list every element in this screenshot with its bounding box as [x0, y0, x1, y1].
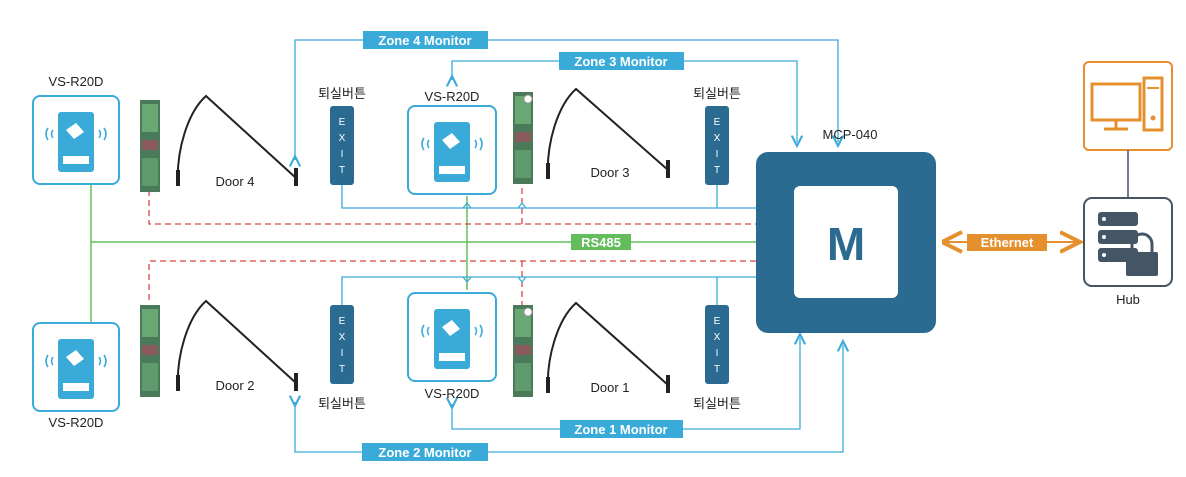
door-lock-1 — [513, 305, 533, 397]
reader-label: VS-R20D — [49, 415, 104, 430]
exit-button-label: 퇴실버튼 — [318, 86, 366, 101]
door-lock-4 — [140, 100, 160, 192]
svg-text:X: X — [339, 133, 346, 144]
exit-button-label: 퇴실버튼 — [693, 396, 741, 411]
door-1: Door 1 — [546, 301, 670, 395]
controller-letter: M — [827, 218, 865, 270]
svg-text:Zone 3 Monitor: Zone 3 Monitor — [574, 54, 667, 69]
svg-text:T: T — [714, 364, 720, 375]
zone-4-label: Zone 4 Monitor — [363, 31, 488, 49]
zone-1-label: Zone 1 Monitor — [560, 420, 683, 438]
card-reader-top-left: VS-R20D — [32, 74, 120, 185]
door-lock-3 — [513, 92, 533, 184]
door-label: Door 4 — [215, 174, 254, 189]
door-2: Door 2 — [176, 299, 298, 393]
lock-wiring — [148, 188, 756, 305]
door-4: Door 4 — [176, 94, 298, 189]
svg-text:E: E — [339, 117, 346, 128]
door-3: Door 3 — [546, 87, 670, 180]
exit-button-top-left: 퇴실버튼 E X I T — [318, 86, 366, 185]
svg-text:X: X — [339, 332, 346, 343]
ethernet-link: Ethernet — [946, 234, 1076, 251]
svg-text:E: E — [714, 117, 721, 128]
controller-mcp-040: MCP-040 M — [756, 127, 936, 333]
svg-text:Zone 4 Monitor: Zone 4 Monitor — [378, 33, 471, 48]
door-label: Door 2 — [215, 378, 254, 393]
rs485-bus: RS485 — [90, 184, 756, 325]
reader-label: VS-R20D — [49, 74, 104, 89]
exit-button-top-right: 퇴실버튼 E X I T — [693, 86, 741, 185]
door-label: Door 1 — [590, 380, 629, 395]
zone-4-monitor-line — [295, 39, 838, 160]
zone-3-monitor-line — [452, 60, 797, 142]
exit-wiring — [341, 185, 756, 305]
zone-2-label: Zone 2 Monitor — [362, 443, 488, 461]
svg-text:T: T — [339, 165, 345, 176]
svg-text:E: E — [339, 316, 346, 327]
svg-text:Zone 1 Monitor: Zone 1 Monitor — [574, 422, 667, 437]
hub-label: Hub — [1116, 292, 1140, 307]
svg-text:I: I — [716, 348, 719, 359]
svg-text:E: E — [714, 316, 721, 327]
svg-text:T: T — [714, 165, 720, 176]
door-label: Door 3 — [590, 165, 629, 180]
rs485-label: RS485 — [581, 235, 621, 250]
exit-button-bottom-right: E X I T 퇴실버튼 — [693, 305, 741, 411]
zone-2-monitor-line — [295, 345, 843, 453]
controller-label: MCP-040 — [823, 127, 878, 142]
exit-button-bottom-left: E X I T 퇴실버튼 — [318, 305, 366, 411]
exit-button-label: 퇴실버튼 — [693, 86, 741, 101]
svg-text:X: X — [714, 133, 721, 144]
svg-text:X: X — [714, 332, 721, 343]
svg-text:I: I — [341, 149, 344, 160]
card-reader-bottom-center: VS-R20D — [407, 292, 497, 401]
exit-button-label: 퇴실버튼 — [318, 396, 366, 411]
computer-icon — [1083, 61, 1173, 151]
svg-text:Zone 2 Monitor: Zone 2 Monitor — [378, 445, 471, 460]
zone-3-label: Zone 3 Monitor — [559, 52, 684, 70]
card-reader-bottom-left: VS-R20D — [32, 322, 120, 430]
svg-text:I: I — [716, 149, 719, 160]
svg-text:I: I — [341, 348, 344, 359]
reader-label: VS-R20D — [425, 89, 480, 104]
door-lock-2 — [140, 305, 160, 397]
ethernet-label: Ethernet — [981, 235, 1034, 250]
svg-text:T: T — [339, 364, 345, 375]
hub-server-icon: Hub — [1083, 197, 1173, 307]
card-reader-top-center: VS-R20D — [407, 89, 497, 195]
reader-label: VS-R20D — [425, 386, 480, 401]
